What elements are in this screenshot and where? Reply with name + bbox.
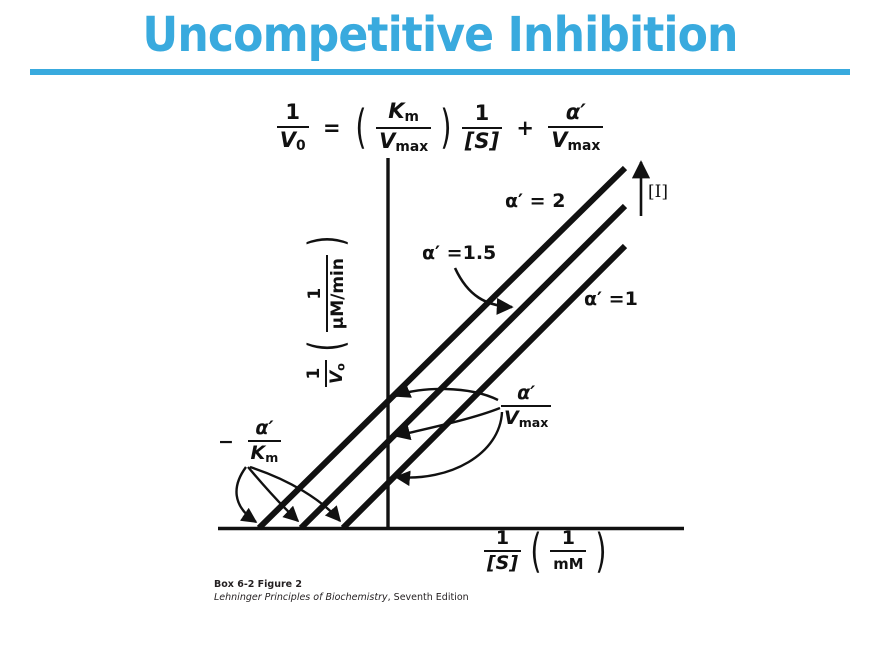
equation-term-km-vmax: Km Vmax	[376, 99, 432, 155]
x-axis-unit-num: 1	[550, 527, 587, 553]
x-axis-den: [S]	[487, 552, 519, 575]
x-axis-reciprocal-s: 1 [S]	[484, 527, 522, 575]
line-alpha-1	[340, 243, 628, 531]
x-axis-unit: 1 mM	[550, 527, 587, 575]
figure-source: Lehninger Principles of Biochemistry, Se…	[214, 591, 654, 604]
figure-number: Box 6-2 Figure 2	[214, 579, 303, 590]
x-intercept-den: Km	[250, 442, 279, 466]
callout-arrow-xint-right	[249, 465, 342, 523]
x-axis-label: 1 [S] ( 1 mM )	[483, 523, 608, 578]
y-intercept-fraction: α′ Vmax	[501, 382, 552, 431]
y-axis-unit-num: 1	[305, 255, 328, 333]
title-block: Uncompetitive Inhibition	[0, 6, 880, 64]
equation-lhs-denominator: V0	[279, 127, 306, 154]
y-axis-paren-close-icon: )	[298, 235, 353, 247]
figure-source-edition: , Seventh Edition	[387, 592, 469, 603]
y-intercept-den: Vmax	[504, 407, 549, 431]
y-intercept-label: α′ Vmax	[500, 382, 552, 431]
equation-alpha-prime: α′	[548, 100, 604, 128]
page-title: Uncompetitive Inhibition	[142, 7, 738, 63]
line-label-alpha-2: α′ = 2	[505, 190, 566, 212]
x-axis-paren-open-icon: (	[530, 523, 542, 578]
x-intercept-num: α′	[247, 417, 282, 443]
paren-open-icon: (	[355, 100, 367, 154]
y-axis-den: Vo	[327, 363, 348, 384]
x-intercept-label: − α′ Km	[212, 417, 282, 466]
y-axis-label-content: 1 Vo ( 1 μM/min )	[298, 235, 353, 388]
equation-vmax-2: Vmax	[551, 127, 601, 154]
x-axis-paren-close-icon: )	[595, 523, 607, 578]
equation: 1 V0 = ( Km Vmax ) 1 [S] + α′ Vmax	[0, 99, 880, 155]
equation-vmax-1: Vmax	[379, 128, 429, 155]
line-label-alpha-1-5: α′ =1.5	[422, 242, 497, 264]
callout-arrow-yint-top	[394, 383, 499, 402]
x-axis-unit-den: mM	[553, 556, 584, 574]
x-intercept-fraction: α′ Km	[247, 417, 282, 466]
inhibitor-label: [I]	[648, 182, 668, 202]
equation-equals: =	[322, 115, 341, 140]
line-label-alpha-1: α′ =1	[584, 288, 638, 310]
equation-substrate: [S]	[464, 128, 500, 153]
equation-term-one-over-s: 1 [S]	[461, 101, 503, 153]
callout-arrow-xint-left	[235, 466, 258, 523]
equation-km: Km	[376, 99, 432, 129]
equation-one-1: 1	[461, 101, 503, 129]
paren-close-icon: )	[440, 100, 452, 154]
x-axis-num: 1	[484, 527, 522, 553]
title-divider	[30, 69, 850, 75]
callout-arrow-xint-mid	[247, 466, 300, 523]
y-axis-reciprocal-v: 1 Vo	[304, 360, 348, 387]
equation-term-alpha-vmax: α′ Vmax	[548, 100, 604, 154]
y-axis-unit-den: μM/min	[327, 258, 348, 330]
y-axis-num: 1	[304, 360, 328, 387]
y-axis-unit: 1 μM/min	[305, 255, 348, 333]
callout-arrow-yint-bottom	[394, 411, 504, 487]
x-intercept-minus-sign: −	[218, 430, 234, 453]
figure-source-title: Lehninger Principles of Biochemistry	[214, 592, 388, 603]
figure-credit: Box 6-2 Figure 2 Lehninger Principles of…	[214, 578, 654, 604]
callout-arrow-yint-mid	[394, 406, 501, 441]
y-axis-paren-open-icon: (	[298, 340, 353, 352]
equation-lhs-numerator: 1	[276, 100, 309, 128]
equation-plus: +	[516, 115, 534, 140]
callout-arrow-alpha-1-5	[453, 267, 514, 315]
y-intercept-num: α′	[501, 382, 552, 408]
equation-lhs: 1 V0	[276, 100, 309, 154]
